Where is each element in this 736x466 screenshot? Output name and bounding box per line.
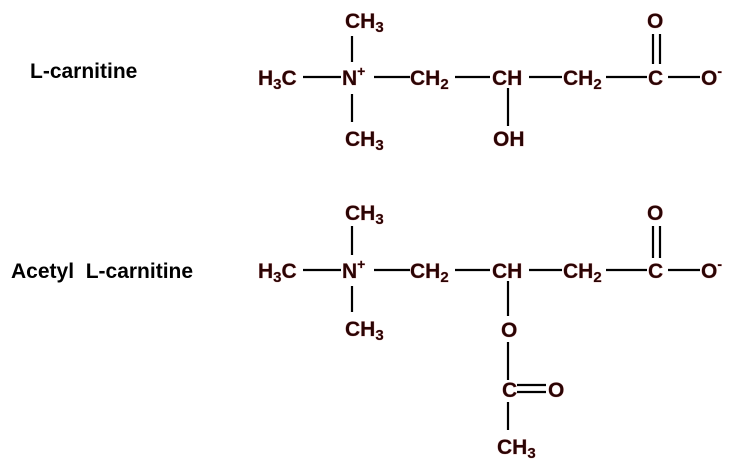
atom-ester-o: O [501, 319, 517, 342]
atom-hydroxyl: OH [493, 128, 525, 151]
atom-carbonyl-c: C [648, 260, 663, 283]
atom-ch2-b: CH2 [563, 67, 602, 93]
atom-methyl-top: CH3 [345, 202, 384, 228]
atom-carbonyl-o: O [647, 202, 663, 225]
atom-acetyl-o: O [548, 379, 564, 402]
atom-methyl-left: H3C [258, 260, 297, 286]
l-carnitine-name: L-carnitine [30, 60, 137, 83]
atom-carbonyl-o: O [647, 10, 663, 33]
atom-oxide: O- [701, 63, 722, 90]
atom-ch2-a: CH2 [410, 260, 449, 286]
l-carnitine-structure: L-carnitine CH3 H3C N+ CH3 CH2 CH CH2 C … [30, 10, 723, 155]
atom-nitrogen: N+ [342, 256, 365, 283]
atom-methyl-bottom: CH3 [345, 318, 384, 344]
atom-ch: CH [492, 260, 522, 283]
atom-methyl-left: H3C [258, 67, 297, 93]
atom-methyl-top: CH3 [345, 10, 384, 36]
atom-nitrogen: N+ [342, 63, 365, 90]
atom-carbonyl-c: C [648, 67, 663, 90]
acetyl-l-carnitine-structure: Acetyl L-carnitine CH3 H3C N+ CH3 CH2 CH… [11, 202, 723, 463]
atom-acetyl-methyl: CH3 [497, 436, 536, 462]
atom-ch2-a: CH2 [410, 67, 449, 93]
atom-acetyl-c: C [502, 379, 517, 402]
atom-oxide: O- [701, 256, 722, 283]
acetyl-l-carnitine-name: Acetyl L-carnitine [11, 260, 193, 283]
atom-ch: CH [492, 67, 522, 90]
atom-ch2-b: CH2 [563, 260, 602, 286]
atom-methyl-bottom: CH3 [345, 128, 384, 154]
